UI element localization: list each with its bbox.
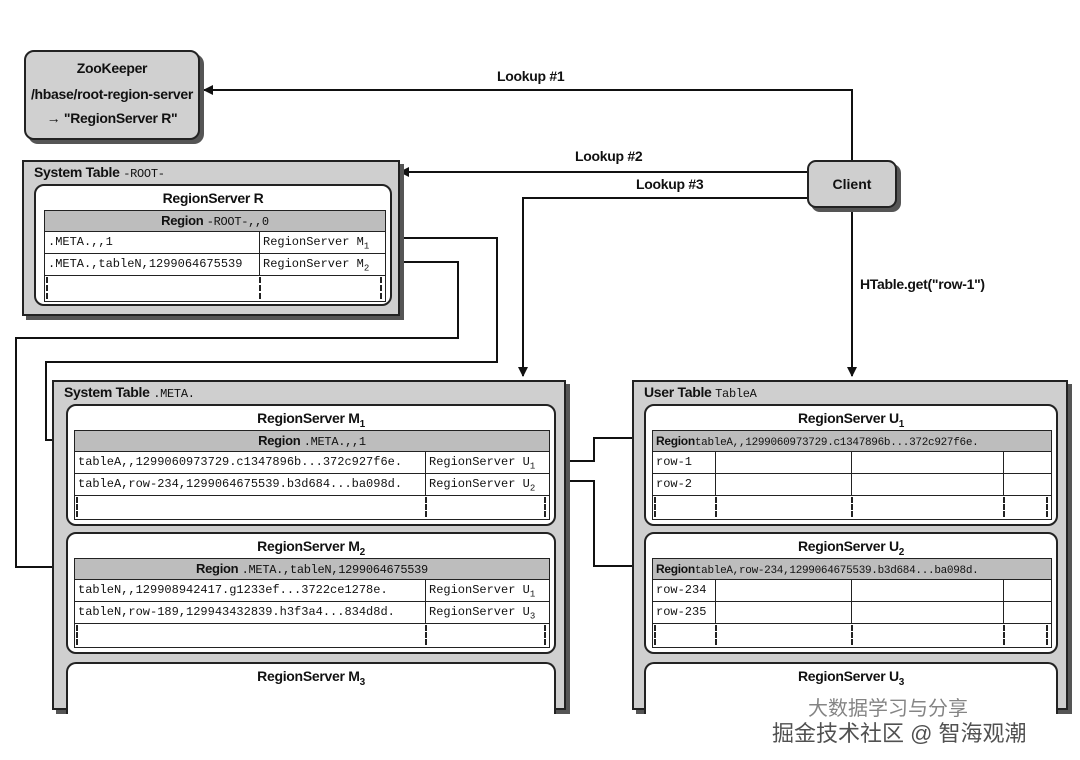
regionserver-m3: RegionServer M3 [66, 662, 556, 714]
table-row: tableN,,129908942417.g1233ef...3722ce127… [75, 580, 549, 602]
regionserver-m2: RegionServer M2 Region .META.,tableN,129… [66, 532, 556, 654]
regionserver-m1: RegionServer M1 Region .META.,,1 tableA,… [66, 404, 556, 526]
regionserver-u2: RegionServer U2 RegiontableA,row-234,129… [644, 532, 1058, 654]
meta-table-panel: System Table .META. RegionServer M1 Regi… [52, 380, 566, 714]
regionserver-m1-title: RegionServer M1 [257, 410, 365, 430]
user-table-title: User Table TableA [644, 384, 757, 401]
lookup-1-label: Lookup #1 [497, 68, 565, 84]
meta-m1-region-table: Region .META.,,1 tableA,,1299060973729.c… [74, 430, 550, 520]
zookeeper-pointer: → "RegionServer R" [46, 110, 178, 126]
htable-get-label: HTable.get("row-1") [860, 276, 985, 292]
meta-m1-region-header: Region .META.,,1 [75, 431, 549, 452]
regionserver-u1-title: RegionServer U1 [797, 410, 905, 430]
regionserver-r: RegionServer R Region -ROOT-,,0 .META.,,… [34, 184, 392, 306]
root-table-title: System Table -ROOT- [34, 164, 165, 181]
user-u2-region-header: RegiontableA,row-234,1299064675539.b3d68… [653, 559, 1051, 580]
lookup-3-arrow [518, 197, 807, 377]
zookeeper-box: ZooKeeper /hbase/root-region-server → "R… [24, 50, 200, 140]
regionserver-u2-title: RegionServer U2 [797, 538, 905, 558]
watermark-line2: 掘金技术社区 @ 智海观潮 [772, 721, 1027, 746]
user-u1-region-table: RegiontableA,,1299060973729.c1347896b...… [652, 430, 1052, 520]
lookup-2-label: Lookup #2 [575, 148, 643, 164]
table-row: row-1 [653, 452, 1051, 474]
meta-to-u2-arrow [548, 480, 649, 571]
user-table-panel: User Table TableA RegionServer U1 Region… [632, 380, 1068, 714]
zookeeper-path: /hbase/root-region-server [30, 86, 194, 102]
table-row: row-2 [653, 474, 1051, 496]
lookup-1-arrow [203, 85, 853, 160]
regionserver-r-title: RegionServer R [162, 190, 264, 206]
meta-m2-region-header: Region .META.,tableN,1299064675539 [75, 559, 549, 580]
lookup-3-label: Lookup #3 [636, 176, 704, 192]
table-row: row-234 [653, 580, 1051, 602]
root-to-m2-arrow [15, 261, 459, 572]
root-table-panel: System Table -ROOT- RegionServer R Regio… [22, 160, 400, 316]
root-region-header: Region -ROOT-,,0 [45, 211, 385, 232]
table-row: row-235 [653, 602, 1051, 624]
user-u2-region-table: RegiontableA,row-234,1299064675539.b3d68… [652, 558, 1052, 648]
table-row: .META.,tableN,1299064675539 RegionServer… [45, 254, 385, 276]
table-row: tableA,row-234,1299064675539.b3d684...ba… [75, 474, 549, 496]
root-to-m1-arrow [45, 237, 498, 445]
user-u1-region-header: RegiontableA,,1299060973729.c1347896b...… [653, 431, 1051, 452]
meta-table-title: System Table .META. [64, 384, 195, 401]
zookeeper-title: ZooKeeper [76, 60, 148, 76]
client-box: Client [807, 160, 897, 208]
table-row: tableA,,1299060973729.c1347896b...372c92… [75, 452, 549, 474]
meta-to-u1-arrow [548, 433, 649, 462]
regionserver-u1: RegionServer U1 RegiontableA,,1299060973… [644, 404, 1058, 526]
table-row: .META.,,1 RegionServer M1 [45, 232, 385, 254]
table-row: tableN,row-189,129943432839.h3f3a4...834… [75, 602, 549, 624]
watermark-line1: 大数据学习与分享 [808, 698, 968, 720]
regionserver-u3-title: RegionServer U3 [797, 668, 905, 688]
regionserver-m3-title: RegionServer M3 [257, 668, 365, 688]
meta-m2-region-table: Region .META.,tableN,1299064675539 table… [74, 558, 550, 648]
regionserver-u3: RegionServer U3 [644, 662, 1058, 714]
regionserver-m2-title: RegionServer M2 [257, 538, 365, 558]
root-region-table: Region -ROOT-,,0 .META.,,1 RegionServer … [44, 210, 386, 302]
